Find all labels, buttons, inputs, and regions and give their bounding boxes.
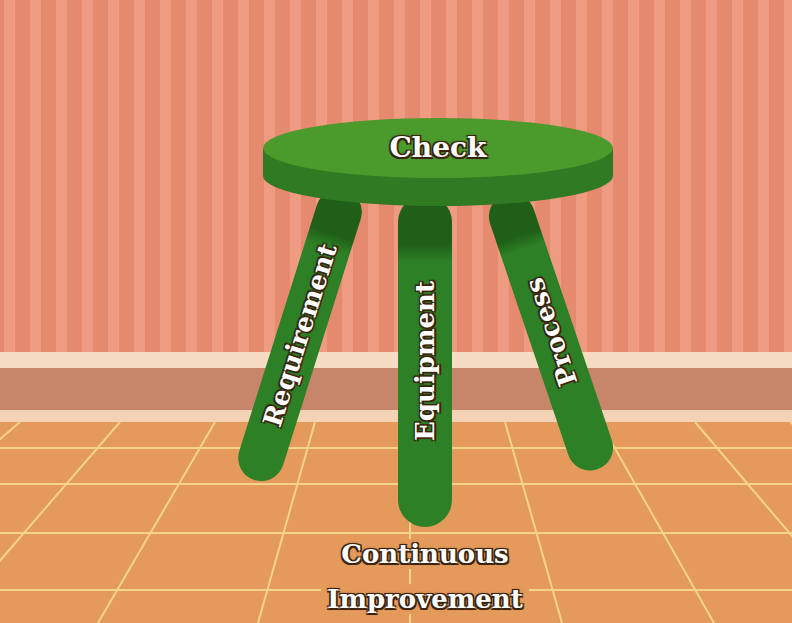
baseboard-trim <box>0 352 792 368</box>
label-holder: Continuous Improvement <box>250 532 600 622</box>
tiled-floor <box>0 422 792 623</box>
floor-tile-lines <box>0 422 792 623</box>
stool-seat: Check <box>262 118 614 208</box>
tile-line <box>600 422 714 623</box>
seat-top <box>263 118 613 178</box>
baseboard-trim <box>0 410 792 422</box>
floor-caption: Continuous Improvement <box>321 539 529 614</box>
striped-wall <box>0 0 792 355</box>
tile-line <box>0 483 792 485</box>
tile-line <box>790 422 792 623</box>
tile-line <box>98 422 215 623</box>
stool-leg: Equipment <box>398 195 452 527</box>
tile-line <box>695 422 792 623</box>
tile-line <box>0 447 792 449</box>
baseboard <box>0 368 792 410</box>
tile-line <box>0 532 792 534</box>
seat-label: Check <box>390 131 487 165</box>
tile-line <box>0 422 20 623</box>
tile-line <box>0 422 120 623</box>
leg-label: Equipment <box>410 281 440 441</box>
